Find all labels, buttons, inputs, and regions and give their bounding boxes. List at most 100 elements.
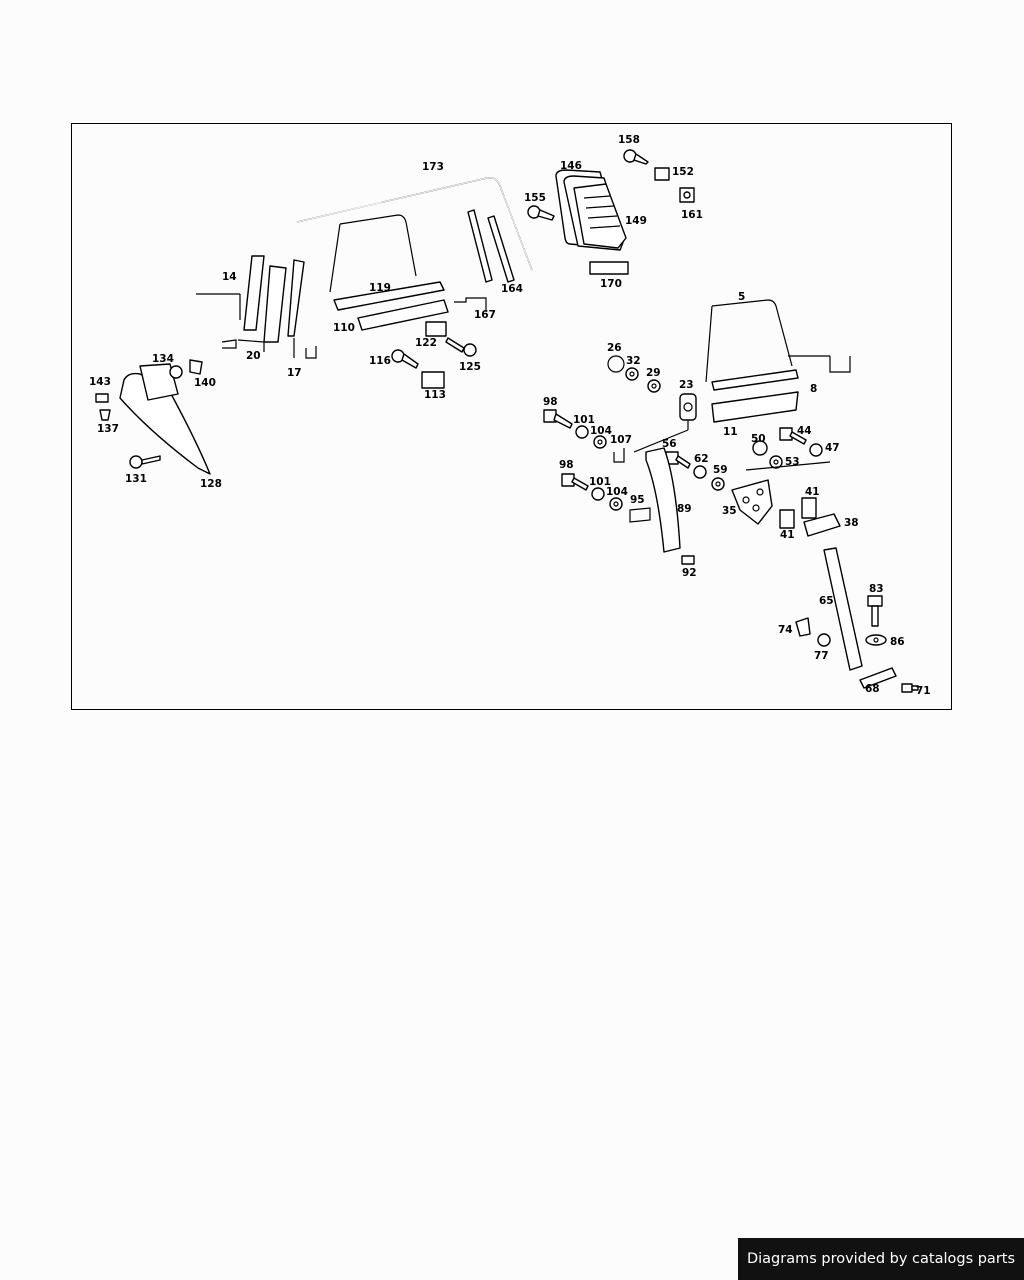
label-17: 17: [287, 367, 302, 379]
part-107-clip: [613, 448, 625, 463]
part-101-washer-top: [575, 425, 589, 439]
part-68-bracket: [859, 667, 897, 689]
label-152: 152: [672, 166, 694, 178]
label-56: 56: [662, 438, 677, 450]
part-53-washer: [769, 455, 783, 469]
label-50: 50: [751, 433, 766, 445]
label-35: 35: [722, 505, 737, 517]
label-44: 44: [797, 425, 812, 437]
label-113: 113: [424, 389, 446, 401]
label-41-b: 41: [780, 529, 795, 541]
label-89: 89: [677, 503, 692, 515]
part-26-ring: [607, 355, 625, 373]
label-170: 170: [600, 278, 622, 290]
label-140: 140: [194, 377, 216, 389]
part-104-washer-bottom: [609, 497, 623, 511]
label-164: 164: [501, 283, 523, 295]
label-104-bottom: 104: [606, 486, 628, 498]
part-101-washer-bottom: [591, 487, 605, 501]
part-119-window-glass: [329, 214, 417, 293]
label-104-top: 104: [590, 425, 612, 437]
label-155: 155: [524, 192, 546, 204]
label-11: 11: [723, 426, 738, 438]
label-95: 95: [630, 494, 645, 506]
label-122: 122: [415, 337, 437, 349]
part-170-bracket: [589, 261, 629, 275]
label-38: 38: [844, 517, 859, 529]
part-116-screw: [391, 349, 419, 369]
part-110-window-channel: [333, 281, 449, 331]
label-161: 161: [681, 209, 703, 221]
part-74-clip: [795, 617, 811, 637]
label-83: 83: [869, 583, 884, 595]
part-125-screw: [445, 337, 477, 357]
part-47-washer: [809, 443, 823, 457]
label-71: 71: [916, 685, 931, 697]
part-95-clip: [629, 507, 651, 523]
part-71-bolt: [901, 683, 919, 693]
label-110: 110: [333, 322, 355, 334]
part-5-door-glass: [705, 299, 851, 423]
label-47: 47: [825, 442, 840, 454]
label-119: 119: [369, 282, 391, 294]
label-131: 131: [125, 473, 147, 485]
leader-53: [745, 461, 831, 471]
label-173: 173: [422, 161, 444, 173]
part-38-bracket: [803, 513, 841, 537]
label-101-top: 101: [573, 414, 595, 426]
label-8: 8: [810, 383, 817, 395]
label-29: 29: [646, 367, 661, 379]
footer-credit-banner: Diagrams provided by catalogs parts: [738, 1238, 1024, 1280]
diagram-frame: [71, 123, 952, 710]
label-101-bottom: 101: [589, 476, 611, 488]
part-104-washer-top: [593, 435, 607, 449]
part-50-nut: [752, 440, 768, 456]
label-116: 116: [369, 355, 391, 367]
part-155-screw: [527, 205, 555, 221]
label-20: 20: [246, 350, 261, 362]
label-149: 149: [625, 215, 647, 227]
part-35-bracket: [731, 479, 773, 525]
part-44-bolt: [779, 427, 807, 445]
label-14: 14: [222, 271, 237, 283]
label-158: 158: [618, 134, 640, 146]
part-32-washer: [625, 367, 639, 381]
part-98-bolt-top: [543, 409, 573, 429]
label-68: 68: [865, 683, 880, 695]
part-128-vent-frame: [95, 359, 211, 475]
part-83-bolt: [867, 595, 883, 627]
part-65-regulator-arm: [823, 547, 863, 671]
label-134: 134: [152, 353, 174, 365]
label-77: 77: [814, 650, 829, 662]
part-59-washer: [711, 477, 725, 491]
part-41-clip-b: [779, 509, 795, 529]
label-65: 65: [819, 595, 834, 607]
part-29-washer: [647, 379, 661, 393]
part-152-clip: [654, 167, 670, 181]
part-98-bolt-bottom: [561, 473, 589, 491]
part-14-20-17-channels: [196, 255, 317, 359]
part-173-trim-strip: [296, 177, 533, 271]
label-5: 5: [738, 291, 745, 303]
part-146-149-vent-window: [555, 169, 627, 251]
part-89-guide-rail: [633, 420, 689, 553]
label-59: 59: [713, 464, 728, 476]
label-146: 146: [560, 160, 582, 172]
label-23: 23: [679, 379, 694, 391]
part-23-roller: [679, 393, 697, 421]
label-98-top: 98: [543, 396, 558, 408]
part-41-clip-a: [801, 497, 817, 519]
label-137: 137: [97, 423, 119, 435]
part-164-167-guide-rails: [454, 209, 515, 312]
label-74: 74: [778, 624, 793, 636]
label-92: 92: [682, 567, 697, 579]
part-86-washer: [865, 634, 887, 646]
label-41-a: 41: [805, 486, 820, 498]
label-128: 128: [200, 478, 222, 490]
label-86: 86: [890, 636, 905, 648]
part-77-washer: [817, 633, 831, 647]
label-98-bottom: 98: [559, 459, 574, 471]
part-161-nut: [679, 187, 695, 203]
label-53: 53: [785, 456, 800, 468]
